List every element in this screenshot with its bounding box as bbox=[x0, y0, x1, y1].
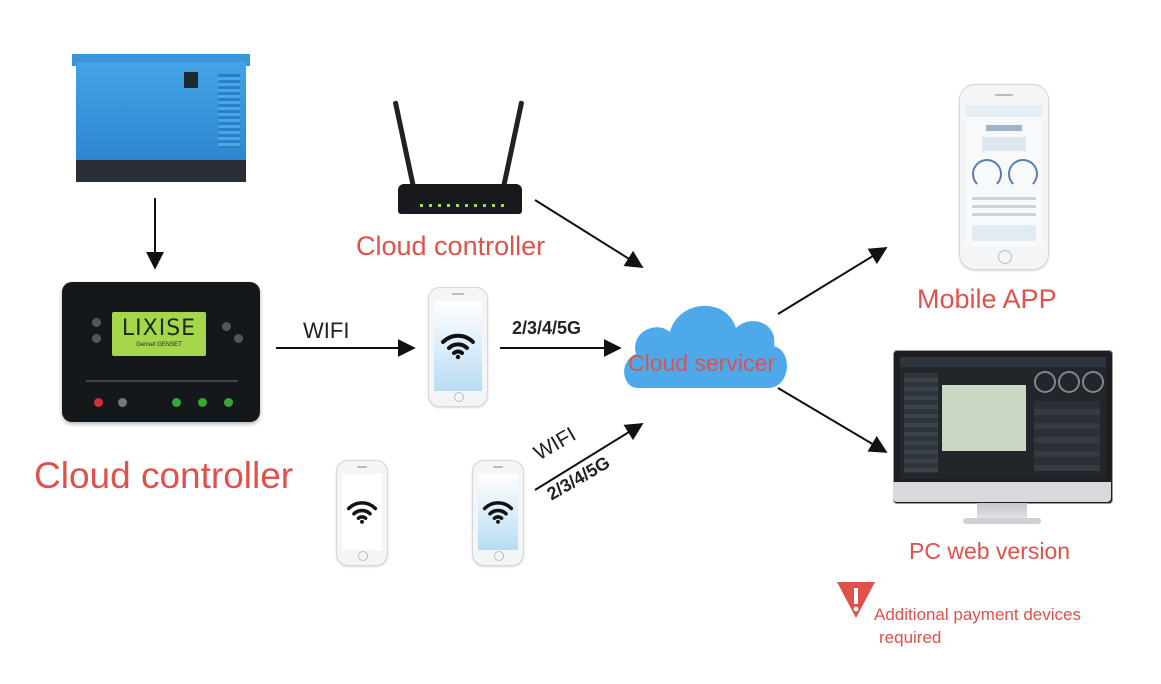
phone-wifi-icon bbox=[428, 287, 488, 407]
wifi-label: WIFI bbox=[303, 318, 350, 343]
router-icon bbox=[388, 98, 528, 222]
router-cloud-controller-label: Cloud controller bbox=[356, 231, 546, 261]
payment-note-line2: required bbox=[879, 628, 942, 647]
controller-brand: LIXISE bbox=[121, 316, 197, 341]
arrow-cloud-to-mobile bbox=[777, 247, 888, 315]
arrow-cloud-to-pc bbox=[777, 387, 888, 453]
arrow-phones-to-cloud bbox=[534, 423, 644, 491]
payment-note: Additional payment devices required bbox=[874, 603, 1081, 649]
pc-web-version-label: PC web version bbox=[909, 538, 1071, 564]
network-label: 2/3/4/5G bbox=[512, 318, 582, 338]
cloud-servicer-label: Cloud servicer bbox=[628, 350, 775, 376]
arrow-router-to-cloud bbox=[534, 199, 644, 268]
pc-monitor-icon bbox=[893, 350, 1113, 530]
generator-icon bbox=[72, 52, 250, 184]
mobile-app-label: Mobile APP bbox=[917, 284, 1057, 314]
wifi-icon bbox=[482, 501, 514, 524]
cloud-controller-device-icon: LIXISE Genset GENSET bbox=[62, 282, 260, 422]
mobile-app-phone-icon bbox=[959, 84, 1049, 270]
phone-wifi-icon bbox=[336, 460, 388, 566]
cloud-icon bbox=[624, 305, 787, 388]
phone-wifi-icon bbox=[472, 460, 524, 566]
payment-note-line1: Additional payment devices bbox=[874, 605, 1081, 624]
main-cloud-controller-label: Cloud controller bbox=[34, 455, 294, 496]
controller-subtitle: Genset GENSET bbox=[136, 342, 182, 348]
warning-icon bbox=[837, 582, 875, 618]
wifi-icon bbox=[346, 501, 378, 524]
wifi-icon bbox=[441, 333, 475, 360]
